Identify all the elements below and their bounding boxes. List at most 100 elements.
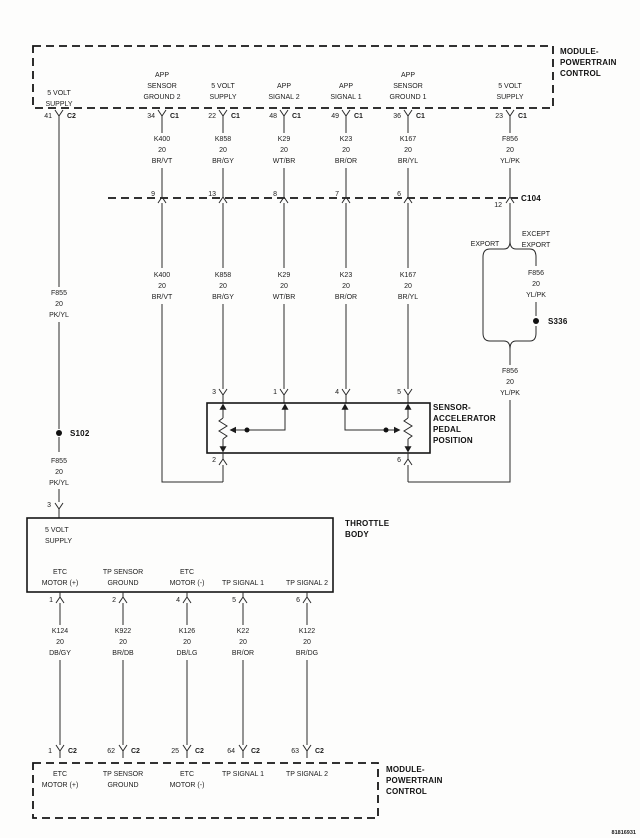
k126-color: DB/LG xyxy=(176,650,197,657)
tb-pin1-label1: ETC xyxy=(53,569,67,576)
pcm-b-pin63-connector: C2 xyxy=(315,748,324,755)
pcm-pin36-label1: APP xyxy=(401,72,415,79)
pcm-b-pin1-connector: C2 xyxy=(68,748,77,755)
export-branch-labels: EXPORT EXCEPT EXPORT F856 20 YL/PK S336 … xyxy=(471,231,568,397)
k167-gauge-2: 20 xyxy=(404,283,412,290)
pcm-b-pin63-number: 63 xyxy=(291,748,299,755)
f856-circuit: F856 xyxy=(502,136,518,143)
pcm-b-pin25-connector: C2 xyxy=(195,748,204,755)
f856-gauge-3: 20 xyxy=(506,379,514,386)
pcm-b-pin25-label1: ETC xyxy=(180,771,194,778)
tb-pin2-label2: GROUND xyxy=(107,580,138,587)
pcm-pin48-label2: SIGNAL 2 xyxy=(268,94,299,101)
c104-pin8: 8 xyxy=(273,191,277,198)
tb-pin6-number: 6 xyxy=(296,597,300,604)
k124-gauge: 20 xyxy=(56,639,64,646)
f855-labels: F855 20 PK/YL S102 F855 20 PK/YL 3 xyxy=(47,290,90,509)
c104-pin-forks xyxy=(157,190,515,204)
tb-pin5-number: 5 xyxy=(232,597,236,604)
splice-s336-dot xyxy=(533,318,539,324)
pcm-b-pin62-label1: TP SENSOR xyxy=(103,771,143,778)
pcm-top-pin-labels: 5 VOLT SUPPLY APP SENSOR GROUND 2 5 VOLT… xyxy=(45,72,523,108)
pcm-pin48-label1: APP xyxy=(277,83,291,90)
k29-gauge: 20 xyxy=(280,147,288,154)
pcm-pin36-label2: SENSOR xyxy=(393,83,423,90)
k23-color-2: BR/OR xyxy=(335,294,357,301)
k122-color: BR/DG xyxy=(296,650,318,657)
pcm-pin23-label1: 5 VOLT xyxy=(498,83,522,90)
k29-color: WT/BR xyxy=(273,158,296,165)
throttle-body-name-line1: THROTTLE xyxy=(345,519,390,528)
app-sensor-name-line1: SENSOR- xyxy=(433,403,471,412)
k122-gauge: 20 xyxy=(303,639,311,646)
sensor-pin1-number: 1 xyxy=(273,389,277,396)
throttle-pin3-number: 3 xyxy=(47,502,51,509)
k29-color-2: WT/BR xyxy=(273,294,296,301)
pcm-pin41-label2: SUPPLY xyxy=(45,101,72,108)
k858-circuit-2: K858 xyxy=(215,272,231,279)
pin49-number: 49 xyxy=(331,113,339,120)
c104-pin7: 7 xyxy=(335,191,339,198)
f855-color-2: PK/YL xyxy=(49,480,69,487)
throttle-supply-label2: SUPPLY xyxy=(45,538,72,545)
f855-circuit: F855 xyxy=(51,290,67,297)
pcm-b-pin1-label1: ETC xyxy=(53,771,67,778)
pcm-pin36-label3: GROUND 1 xyxy=(390,94,427,101)
k167-gauge: 20 xyxy=(404,147,412,154)
tb-pin5-label1: TP SIGNAL 1 xyxy=(222,580,264,587)
pcm-b-pin64-label1: TP SIGNAL 1 xyxy=(222,771,264,778)
pcm-pin49-label2: SIGNAL 1 xyxy=(330,94,361,101)
k126-circuit: K126 xyxy=(179,628,195,635)
f856-color-3: YL/PK xyxy=(500,390,520,397)
pcm-b-pin64-number: 64 xyxy=(227,748,235,755)
k23-circuit-2: K23 xyxy=(340,272,353,279)
pcm-bottom-pin-forks xyxy=(55,744,312,758)
k400-gauge-2: 20 xyxy=(158,283,166,290)
app-sensor-name-line2: ACCELERATOR xyxy=(433,414,496,423)
k23-gauge-2: 20 xyxy=(342,283,350,290)
pin22-number: 22 xyxy=(208,113,216,120)
k167-circuit-2: K167 xyxy=(400,272,416,279)
branch-split-brace xyxy=(482,240,537,258)
sensor-pin6-number: 6 xyxy=(397,457,401,464)
tb-pin1-number: 1 xyxy=(49,597,53,604)
except-export-label1: EXCEPT xyxy=(522,231,551,238)
pcm-pin22-label2: SUPPLY xyxy=(209,94,236,101)
k858-color: BR/GY xyxy=(212,158,234,165)
k23-color: BR/OR xyxy=(335,158,357,165)
k400-gauge: 20 xyxy=(158,147,166,154)
k922-circuit: K922 xyxy=(115,628,131,635)
sensor-pin3-number: 3 xyxy=(212,389,216,396)
pcm-b-pin62-connector: C2 xyxy=(131,748,140,755)
k400-color-2: BR/VT xyxy=(152,294,173,301)
f856-color: YL/PK xyxy=(500,158,520,165)
k167-color: BR/YL xyxy=(398,158,418,165)
tb-pin4-label2: MOTOR (-) xyxy=(170,580,205,587)
k29-gauge-2: 20 xyxy=(280,283,288,290)
pcm-pin49-label1: APP xyxy=(339,83,353,90)
tb-pin4-label1: ETC xyxy=(180,569,194,576)
k22-circuit: K22 xyxy=(237,628,250,635)
app-sensor-bottom-forks xyxy=(218,453,413,466)
k124-color: DB/GY xyxy=(49,650,71,657)
k22-color: BR/OR xyxy=(232,650,254,657)
c104-pin13: 13 xyxy=(208,191,216,198)
wire-labels-set2: K400 20 BR/VT K858 20 BR/GY K29 20 WT/BR… xyxy=(152,272,419,301)
pin41-connector: C2 xyxy=(67,113,76,120)
tb-pin2-number: 2 xyxy=(112,597,116,604)
c104-pin12: 12 xyxy=(494,202,502,209)
f855-gauge: 20 xyxy=(55,301,63,308)
diagram-number: 81816931 xyxy=(612,830,636,836)
k400-circuit: K400 xyxy=(154,136,170,143)
app-sensor-name-line4: POSITION xyxy=(433,436,473,445)
throttle-bottom-forks xyxy=(55,592,312,604)
left-wiper-junction-dot xyxy=(244,427,250,433)
k167-color-2: BR/YL xyxy=(398,294,418,301)
pcm-b-pin62-number: 62 xyxy=(107,748,115,755)
app-sensor-top-forks xyxy=(218,388,413,403)
k167-circuit: K167 xyxy=(400,136,416,143)
k922-color: BR/DB xyxy=(112,650,134,657)
f856-branch-circuit: F856 xyxy=(528,270,544,277)
